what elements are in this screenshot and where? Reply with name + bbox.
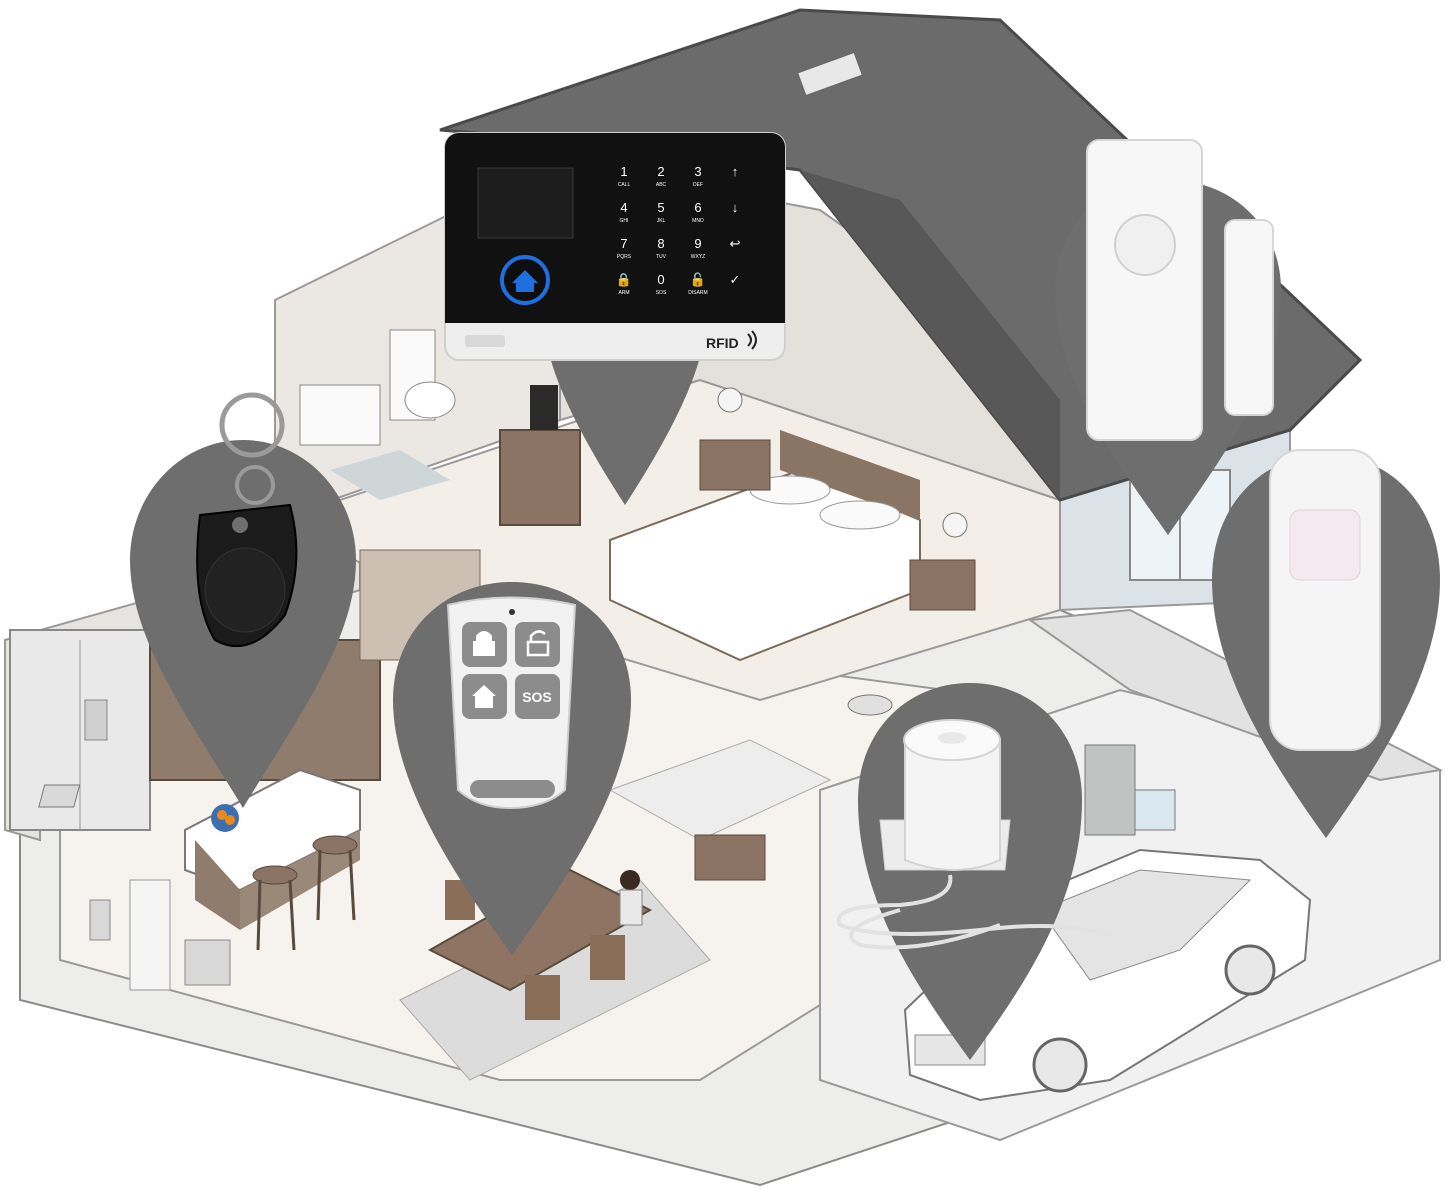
keypad-key-label: 🔒 [616,272,632,287]
keypad-key-label: 0 [657,272,664,287]
keypad-key-label: 8 [657,236,664,251]
key-remote: SOS [446,596,577,810]
keypad-key-label: 6 [694,200,701,215]
lcd-screen [477,167,574,239]
keypad-key-sublabel: DEF [693,182,703,188]
keypad-key-label: 5 [657,200,664,215]
pir-lens [1289,509,1361,581]
keypad-key-sublabel: CALL [618,182,631,188]
keypad-key-label: ↓ [732,200,739,215]
keypad-key[interactable]: ✓ [730,272,741,287]
sos-label: SOS [522,689,552,705]
house-cutaway [4,8,1444,1187]
keypad-key[interactable]: 🔒 ARM [616,272,632,296]
keypad-key-sublabel: ARM [618,290,629,296]
alarm-panel-pin [545,330,705,505]
keypad-key-label: 2 [657,164,664,179]
keypad-key-sublabel: GHI [620,218,629,224]
keypad-key-sublabel: WXYZ [691,254,705,260]
keypad-key-sublabel: ABC [656,182,667,188]
rfid-keyfob [196,392,298,648]
keypad-key-label: ✓ [730,272,741,287]
keypad-key-sublabel: TUV [656,254,667,260]
unlock-icon [515,622,560,667]
keypad-key-label: 9 [694,236,701,251]
keypad-key-label: 3 [694,164,701,179]
keypad-key[interactable]: ↩ [730,236,741,251]
keypad-key[interactable]: 🔓 DISARM [688,272,707,296]
siren-cable [836,874,1111,950]
keypad-key[interactable]: ↑ [732,164,739,179]
keypad-key-label: ↩ [730,236,741,251]
keypad-key-sublabel: DISARM [688,290,707,296]
keypad-key-sublabel: SOS [656,290,667,296]
wifi-signal-icon [747,330,757,350]
speaker-grille [465,335,505,347]
pir-motion-sensor [1269,449,1381,751]
keypad-key-sublabel: MNO [692,218,704,224]
keypad-key-sublabel: PQRS [617,254,632,260]
sos-button[interactable] [515,674,560,719]
wired-siren [836,719,1111,950]
keypad-key-label: 🔓 [690,272,706,287]
rfid-label: RFID [706,335,739,351]
keyring-icon [219,392,285,458]
door-window-sensor [1086,139,1274,441]
keypad-key-label: 4 [620,200,627,215]
sensor-button [1114,214,1176,276]
keypad-key-label: 7 [620,236,627,251]
keypad-key-label: 1 [620,164,627,179]
keypad-key-label: ↑ [732,164,739,179]
keypad-key[interactable]: ↓ [732,200,739,215]
keypad-key-sublabel: JKL [657,218,666,224]
